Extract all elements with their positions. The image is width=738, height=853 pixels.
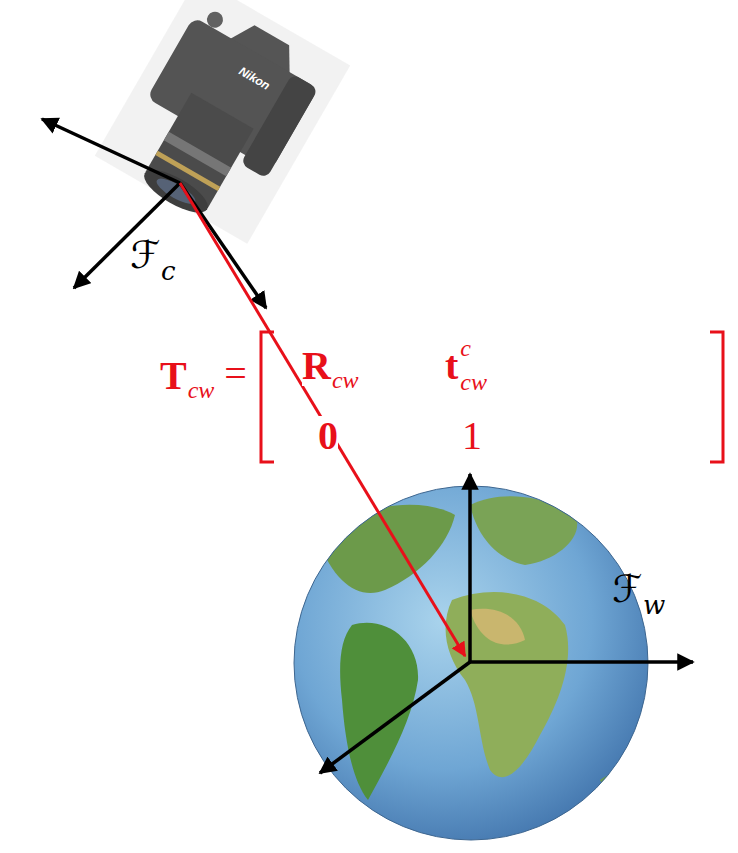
translation-subscript: cw <box>460 370 487 394</box>
rotation-subscript: cw <box>332 368 359 392</box>
matrix-symbol: T <box>160 356 187 396</box>
camera-picture <box>93 0 350 246</box>
frame-subscript: w <box>643 592 665 618</box>
equals-sign: = <box>224 354 247 394</box>
camera-axes <box>42 119 266 308</box>
matrix-bracket <box>710 332 723 462</box>
frame-subscript: c <box>161 258 176 284</box>
transform-arrow <box>180 183 465 656</box>
translation-symbol: t <box>445 346 458 386</box>
rotation-symbol: R <box>302 346 331 386</box>
matrix-bracket <box>261 332 274 462</box>
translation-superscript: c <box>460 336 471 360</box>
matrix-one: 1 <box>462 416 482 456</box>
frame-symbol: ℱ <box>130 236 160 274</box>
world-axes <box>320 474 693 773</box>
matrix-subscript: cw <box>188 378 215 402</box>
frame-symbol: ℱ <box>612 570 642 608</box>
matrix-zero: 0 <box>318 416 338 456</box>
